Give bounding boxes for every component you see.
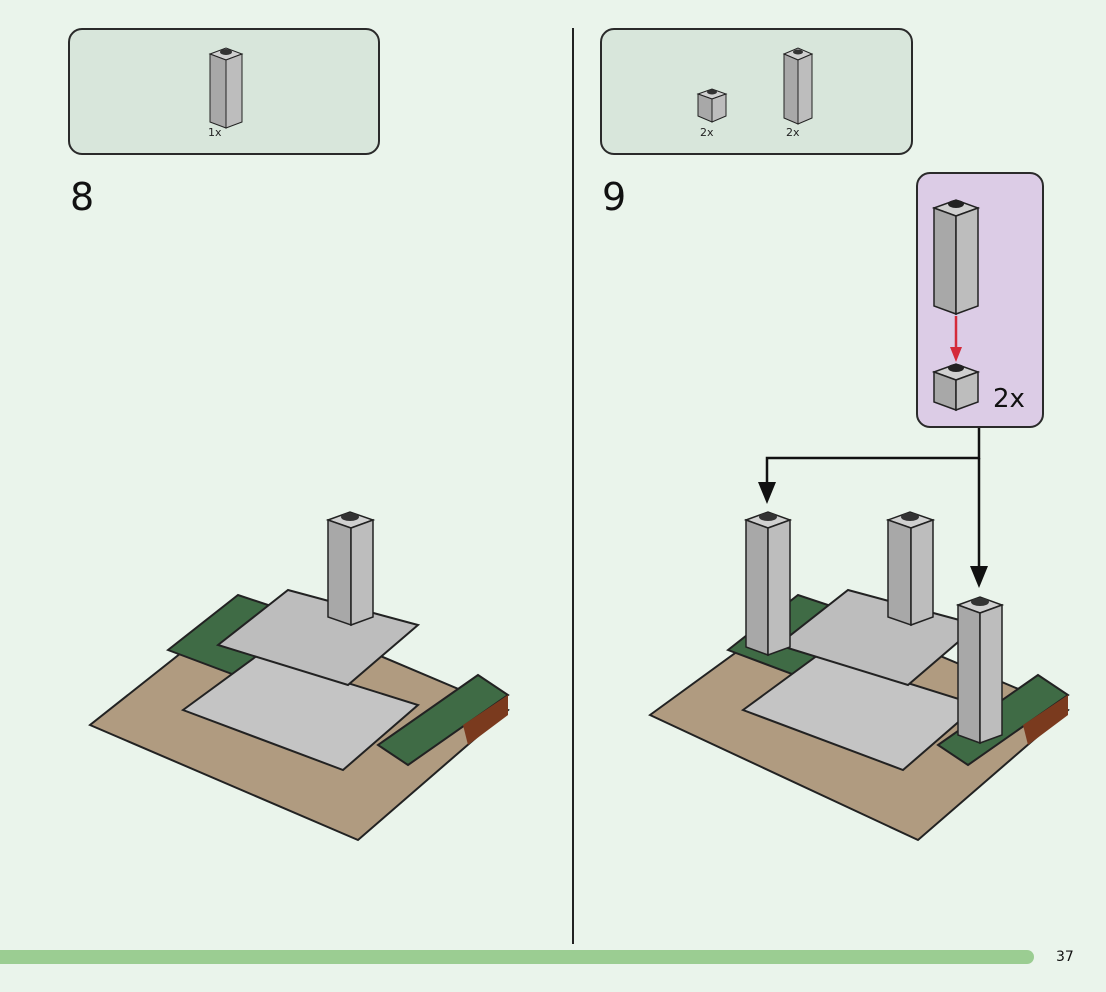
arrow-down-icon <box>758 482 776 504</box>
step-number: 8 <box>70 175 95 219</box>
small-brick-icon <box>696 88 728 123</box>
tall-brick-icon <box>782 47 814 125</box>
step-number: 9 <box>602 175 627 219</box>
subassembly-callout: 2x <box>916 172 1044 428</box>
subassembly-quantity: 2x <box>993 384 1025 414</box>
part-quantity: 2x <box>786 126 800 139</box>
parts-list-step-8: 1x <box>68 28 380 155</box>
column-divider <box>572 28 574 944</box>
arrow-down-icon <box>970 566 988 588</box>
tall-brick-icon <box>208 47 244 129</box>
part-quantity: 2x <box>700 126 714 139</box>
parts-list-step-9: 2x 2x <box>600 28 913 155</box>
model-illustration-step-8 <box>88 511 510 842</box>
page-number: 37 <box>1056 949 1074 965</box>
part-quantity: 1x <box>208 126 222 139</box>
model-illustration-step-9 <box>648 511 1070 842</box>
footer-bar <box>0 950 1034 964</box>
subassembly-illustration <box>931 199 981 412</box>
